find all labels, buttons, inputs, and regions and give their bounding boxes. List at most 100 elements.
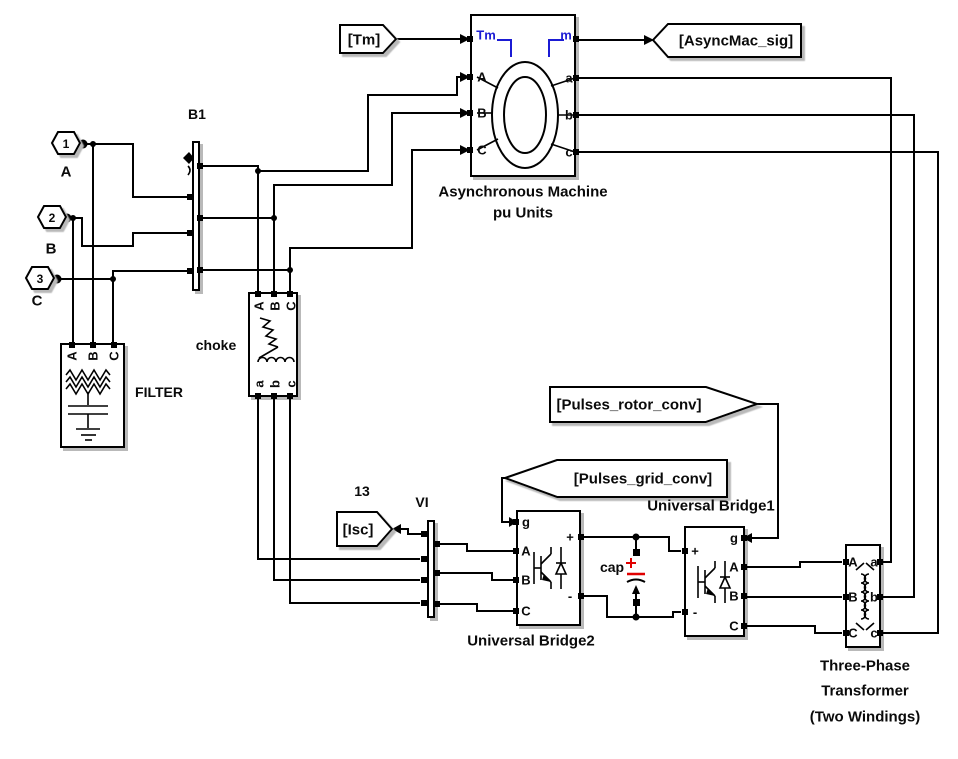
- vi-label: VI: [415, 494, 429, 510]
- wire-dc-bus-minus: [583, 595, 681, 618]
- wire-vi-to-isc: [400, 528, 424, 535]
- transformer-winding-icon: [855, 562, 875, 631]
- wire-b1-to-machine-b: [201, 112, 461, 219]
- from-tag-pulses-rotor-conv: [549, 386, 761, 423]
- dc-capacitor-icon: [626, 558, 646, 601]
- wire-b1-to-machine-c: [201, 149, 461, 271]
- machine-port-tm: Tm: [476, 27, 496, 43]
- asynchronous-machine-icon: [476, 39, 576, 169]
- goto-tag-isc-label[interactable]: [Isc]: [342, 521, 374, 539]
- wire-bridge1-c-to-transformer: [747, 625, 842, 634]
- goto-tag-asyncmac-label[interactable]: [AsyncMac_sig]: [678, 32, 794, 50]
- wire-vi-to-bridge2-c: [438, 603, 513, 612]
- transformer-port-C: C: [848, 625, 858, 641]
- source-port-1-number: 1: [62, 137, 70, 151]
- choke-port-b: b: [267, 380, 283, 388]
- arrowheads: [392, 34, 752, 543]
- source-port-3: [24, 266, 56, 290]
- bridge2-port-B: B: [521, 572, 531, 588]
- source-port-1-phase: A: [60, 163, 72, 181]
- source-port-1: [50, 131, 82, 155]
- from-tag-pulses-rotor-label[interactable]: [Pulses_rotor_conv]: [556, 396, 702, 414]
- wire-machine-a-to-transformer-a: [578, 77, 892, 563]
- transformer-caption-line1: Three-Phase: [819, 657, 911, 675]
- port-squares[interactable]: [69, 36, 883, 636]
- bridge1-port-A: A: [729, 559, 739, 575]
- b1-bus-icon: [183, 152, 194, 176]
- wire-vi-to-bridge2-b: [438, 572, 513, 581]
- source-ports[interactable]: [24, 131, 82, 290]
- wire-pulses-grid-to-g: [501, 477, 509, 523]
- wire-machine-c-to-transformer-c: [578, 151, 939, 634]
- machine-port-c: c: [565, 144, 573, 160]
- filter-port-A: A: [64, 351, 80, 361]
- cap-label: cap: [599, 559, 625, 575]
- choke-port-c: c: [283, 380, 299, 388]
- filter-rc-icon: [65, 368, 111, 441]
- machine-caption-line2: pu Units: [493, 204, 553, 222]
- from-tag-pulses-grid-label[interactable]: [Pulses_grid_conv]: [573, 470, 713, 488]
- wire-port1-to-b1: [76, 143, 189, 198]
- wire-choke-c-to-vi: [289, 398, 420, 604]
- bridge2-port-minus: -: [567, 588, 573, 604]
- bridge2-port-plus: +: [566, 529, 574, 545]
- transformer-caption-line3: (Two Windings): [809, 708, 921, 726]
- filter-caption: FILTER: [135, 384, 183, 400]
- source-port-3-phase: C: [31, 292, 43, 310]
- machine-caption-line1: Asynchronous Machine: [438, 183, 608, 201]
- wire-dc-bus-plus: [583, 536, 681, 552]
- bridge2-igbt-icon: [533, 547, 568, 589]
- wires[interactable]: [51, 38, 939, 634]
- transformer-port-B: B: [848, 589, 858, 605]
- choke-port-C: C: [283, 301, 299, 311]
- machine-port-C: C: [477, 142, 487, 158]
- choke-caption: choke: [195, 337, 237, 353]
- transformer-caption-line2: Transformer: [821, 682, 909, 700]
- bridge1-port-plus: +: [691, 543, 699, 559]
- source-port-2-phase: B: [45, 240, 57, 258]
- source-port-2-number: 2: [48, 211, 56, 225]
- bridge1-port-minus: -: [692, 604, 698, 620]
- wire-b1-to-machine-a: [201, 76, 461, 172]
- machine-port-b: b: [565, 107, 573, 123]
- filter-block[interactable]: [60, 343, 125, 448]
- isc-number-annotation: 13: [354, 483, 370, 499]
- asynchronous-machine-block[interactable]: [470, 14, 576, 177]
- transformer-port-c: c: [870, 625, 878, 641]
- wire-bridge1-a-to-transformer: [747, 561, 842, 568]
- bridge1-port-C: C: [729, 618, 739, 634]
- signal-tags[interactable]: [336, 23, 802, 547]
- universal-bridge1-block[interactable]: [684, 526, 745, 637]
- bridge2-port-g: g: [522, 514, 530, 530]
- from-tag-pulses-grid-conv: [502, 459, 728, 498]
- machine-port-A: A: [477, 69, 487, 85]
- wire-port2-to-b1: [73, 217, 189, 247]
- wire-port3-to-b1: [51, 270, 189, 280]
- vi-measurement-block[interactable]: [427, 520, 435, 618]
- choke-rl-icon: [257, 317, 295, 363]
- bridge2-port-A: A: [521, 543, 531, 559]
- bridge1-caption: Universal Bridge1: [647, 497, 775, 515]
- transformer-port-b: b: [870, 589, 878, 605]
- goto-tag-isc: [336, 511, 394, 547]
- bridge1-port-g: g: [730, 530, 738, 546]
- choke-port-B: B: [267, 301, 283, 311]
- wire-choke-b-to-vi: [273, 398, 420, 581]
- goto-tag-asyncmac-sig: [651, 23, 802, 58]
- bridge2-caption: Universal Bridge2: [467, 632, 595, 650]
- transformer-port-a: a: [870, 554, 878, 570]
- choke-port-a: a: [251, 380, 267, 388]
- wire-choke-a-to-vi: [257, 398, 420, 560]
- bridge1-igbt-icon: [697, 561, 732, 603]
- from-tag-tm-label[interactable]: [Tm]: [347, 31, 381, 49]
- b1-label: B1: [188, 106, 206, 122]
- bridge2-port-C: C: [521, 603, 531, 619]
- choke-port-A: A: [251, 301, 267, 311]
- universal-bridge2-block[interactable]: [516, 510, 581, 626]
- wire-machine-b-to-transformer-b: [578, 114, 915, 598]
- machine-port-B: B: [477, 105, 487, 121]
- source-port-2: [36, 205, 68, 229]
- filter-port-C: C: [106, 351, 122, 361]
- bridge1-port-B: B: [729, 588, 739, 604]
